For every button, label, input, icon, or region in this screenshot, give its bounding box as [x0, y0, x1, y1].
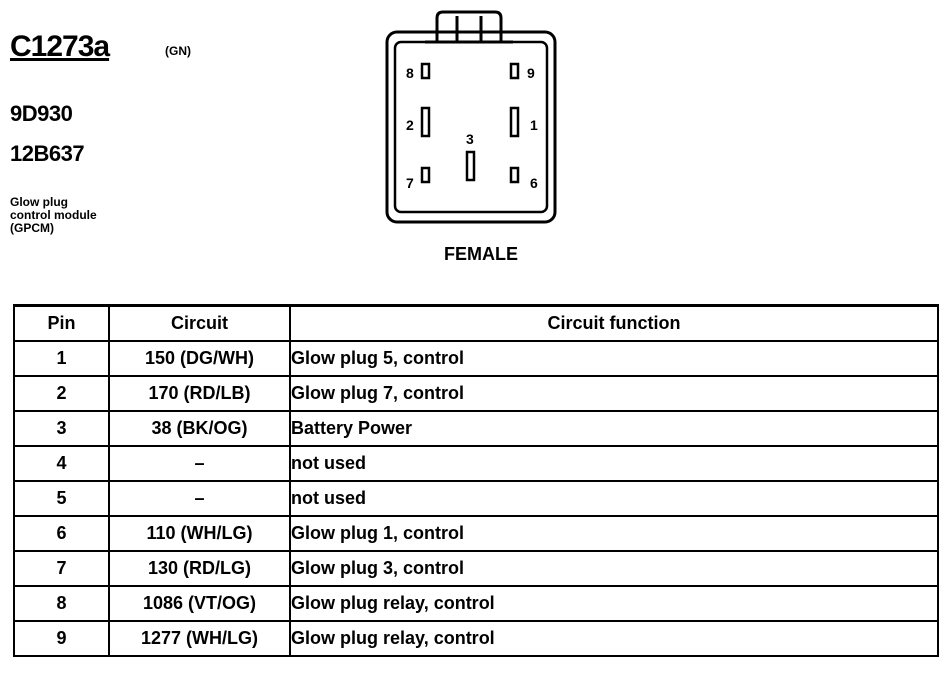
table-row: 5 – not used [13, 480, 939, 517]
table-row: 3 38 (BK/OG) Battery Power [13, 410, 939, 447]
connector-latch [435, 10, 503, 42]
pin-cell: 1 [13, 340, 110, 377]
pin-cell: 8 [13, 585, 110, 622]
connector-id: C1273a [10, 30, 110, 63]
pin-cell: 7 [13, 550, 110, 587]
connector-view-label: FEMALE [444, 244, 518, 264]
table-row: 6 110 (WH/LG) Glow plug 1, control [13, 515, 939, 552]
pin-cavity [420, 62, 431, 80]
table-header-row: Pin Circuit Circuit function [13, 304, 939, 342]
circuit-cell: – [108, 445, 291, 482]
function-cell: Battery Power [289, 410, 939, 447]
table-row: 9 1277 (WH/LG) Glow plug relay, control [13, 620, 939, 657]
circuit-cell: 130 (RD/LG) [108, 550, 291, 587]
pin-cavity [420, 166, 431, 184]
table-row: 2 170 (RD/LB) Glow plug 7, control [13, 375, 939, 412]
pin-cell: 5 [13, 480, 110, 517]
component-description: Glow plug control module [10, 196, 97, 222]
table-row: 8 1086 (VT/OG) Glow plug relay, control [13, 585, 939, 622]
pin-cell: 9 [13, 620, 110, 657]
pinout-table: Pin Circuit Circuit function 1 150 (DG/W… [13, 304, 939, 657]
table-row: 1 150 (DG/WH) Glow plug 5, control [13, 340, 939, 377]
description-line: (GPCM) [10, 221, 54, 235]
connector-face-diagram: 8 9 2 1 3 7 6 [385, 10, 557, 224]
function-cell: Glow plug relay, control [289, 620, 939, 657]
table-row: 7 130 (RD/LG) Glow plug 3, control [13, 550, 939, 587]
pin-cavity [465, 150, 476, 182]
connector-body-inner [393, 40, 549, 214]
circuit-cell: 150 (DG/WH) [108, 340, 291, 377]
circuit-cell: – [108, 480, 291, 517]
pin-cell: 4 [13, 445, 110, 482]
circuit-cell: 1086 (VT/OG) [108, 585, 291, 622]
function-cell: not used [289, 445, 939, 482]
component-description: (GPCM) [10, 222, 54, 235]
pin-label: 2 [406, 117, 414, 133]
function-cell: not used [289, 480, 939, 517]
function-cell: Glow plug relay, control [289, 585, 939, 622]
pin-cell: 2 [13, 375, 110, 412]
header-circuit: Circuit [108, 304, 291, 342]
part-number: 9D930 [10, 101, 73, 126]
function-cell: Glow plug 7, control [289, 375, 939, 412]
circuit-cell: 38 (BK/OG) [108, 410, 291, 447]
part-number: 12B637 [10, 141, 85, 166]
connector-color-code: (GN) [165, 44, 191, 58]
pin-label: 8 [406, 65, 414, 81]
pin-cell: 3 [13, 410, 110, 447]
pin-label: 7 [406, 175, 414, 191]
pin-label: 9 [527, 65, 535, 81]
header-circuit-function: Circuit function [289, 304, 939, 342]
table-row: 4 – not used [13, 445, 939, 482]
circuit-cell: 1277 (WH/LG) [108, 620, 291, 657]
description-line: Glow plug [10, 195, 68, 209]
circuit-cell: 170 (RD/LB) [108, 375, 291, 412]
function-cell: Glow plug 5, control [289, 340, 939, 377]
pin-cavity [509, 166, 520, 184]
pin-cavity [509, 62, 520, 80]
pin-label: 3 [466, 131, 474, 147]
function-cell: Glow plug 1, control [289, 515, 939, 552]
function-cell: Glow plug 3, control [289, 550, 939, 587]
pin-label: 6 [530, 175, 538, 191]
pin-cavity [509, 106, 520, 138]
circuit-cell: 110 (WH/LG) [108, 515, 291, 552]
description-line: control module [10, 208, 97, 222]
pin-cavity [420, 106, 431, 138]
pin-label: 1 [530, 117, 538, 133]
connector-body-outer [385, 30, 557, 224]
pin-cell: 6 [13, 515, 110, 552]
header-pin: Pin [13, 304, 110, 342]
